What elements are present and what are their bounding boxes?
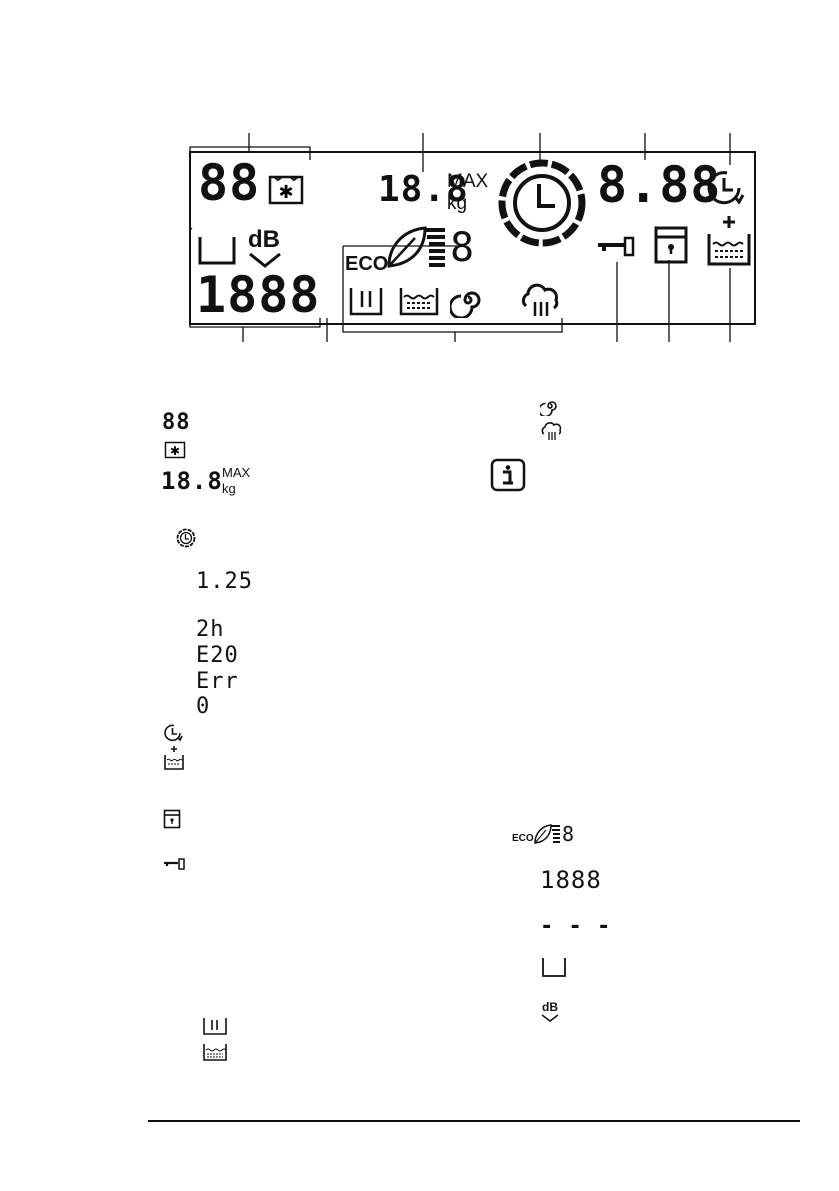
legend-eco-leaf-icon — [533, 823, 561, 845]
legend-tub-icon — [541, 956, 567, 978]
steam-icon — [518, 280, 564, 320]
door-lock-icon — [653, 225, 689, 265]
panel-eco-digit: 8 — [450, 225, 476, 271]
legend-error-code: E20 — [196, 643, 239, 668]
legend-eco-digit: 8 — [562, 822, 576, 846]
legend-soak-icon — [202, 1042, 228, 1062]
panel-count-display: 1888 — [196, 266, 321, 324]
legend-delay-start-icon — [163, 722, 185, 744]
eco-leaf-icon — [385, 224, 447, 270]
legend-child-lock-key-icon — [163, 857, 187, 871]
legend-error-text: Err — [196, 669, 239, 694]
extra-rinse-icon — [706, 214, 752, 268]
spin-icon — [450, 282, 486, 318]
chevron-down-icon — [248, 252, 282, 268]
legend-count-display: 1888 — [540, 866, 602, 894]
legend-spin-icon — [540, 396, 560, 416]
legend-hours-example: 2h — [196, 617, 225, 642]
panel-weight-display: 18.8 — [378, 169, 469, 210]
legend-two-digit: 88 — [162, 410, 191, 435]
delay-start-icon — [705, 166, 749, 210]
info-icon — [490, 458, 526, 492]
rinse-icon — [348, 285, 384, 317]
legend-frost-icon: ✱ — [164, 441, 186, 459]
legend-eco-label: ECO — [512, 833, 534, 844]
legend-chevron-down-icon — [541, 1014, 559, 1023]
legend-door-lock-icon — [163, 809, 181, 829]
display-panel-frame — [189, 133, 756, 342]
frost-icon: ✱ — [268, 175, 304, 205]
panel-kg-label: kg — [447, 193, 468, 214]
legend-extra-rinse-icon — [163, 745, 185, 771]
panel-two-digit-display: 88 — [198, 154, 261, 212]
tub-icon — [197, 234, 237, 266]
legend-db-label: dB — [542, 1000, 558, 1014]
footer-rule — [148, 1120, 800, 1122]
legend-weight-display: 18.8 — [161, 467, 223, 495]
display-panel-diagram: 88 ✱ 18.8 MAX kg 8.88 dB 1888 ECO — [0, 0, 839, 360]
svg-text:✱: ✱ — [278, 182, 293, 203]
legend-steam-icon — [540, 420, 564, 442]
legend-clock-icon — [176, 528, 196, 548]
panel-eco-label: ECO — [345, 253, 389, 275]
legend-max-label: MAX — [222, 465, 251, 480]
panel-db-label: dB — [248, 226, 280, 253]
soak-icon — [398, 285, 440, 317]
panel-time-display: 8.88 — [597, 156, 722, 214]
child-lock-key-icon — [596, 235, 638, 259]
legend-dashes: - - - — [540, 914, 612, 939]
panel-max-label: MAX — [447, 171, 489, 192]
clock-progress-icon — [497, 158, 587, 248]
legend-zero: 0 — [196, 694, 211, 719]
svg-text:✱: ✱ — [170, 444, 180, 458]
legend-time-example: 1.25 — [196, 569, 253, 594]
legend-kg-label: kg — [222, 481, 236, 496]
legend-rinse-icon — [202, 1016, 228, 1036]
